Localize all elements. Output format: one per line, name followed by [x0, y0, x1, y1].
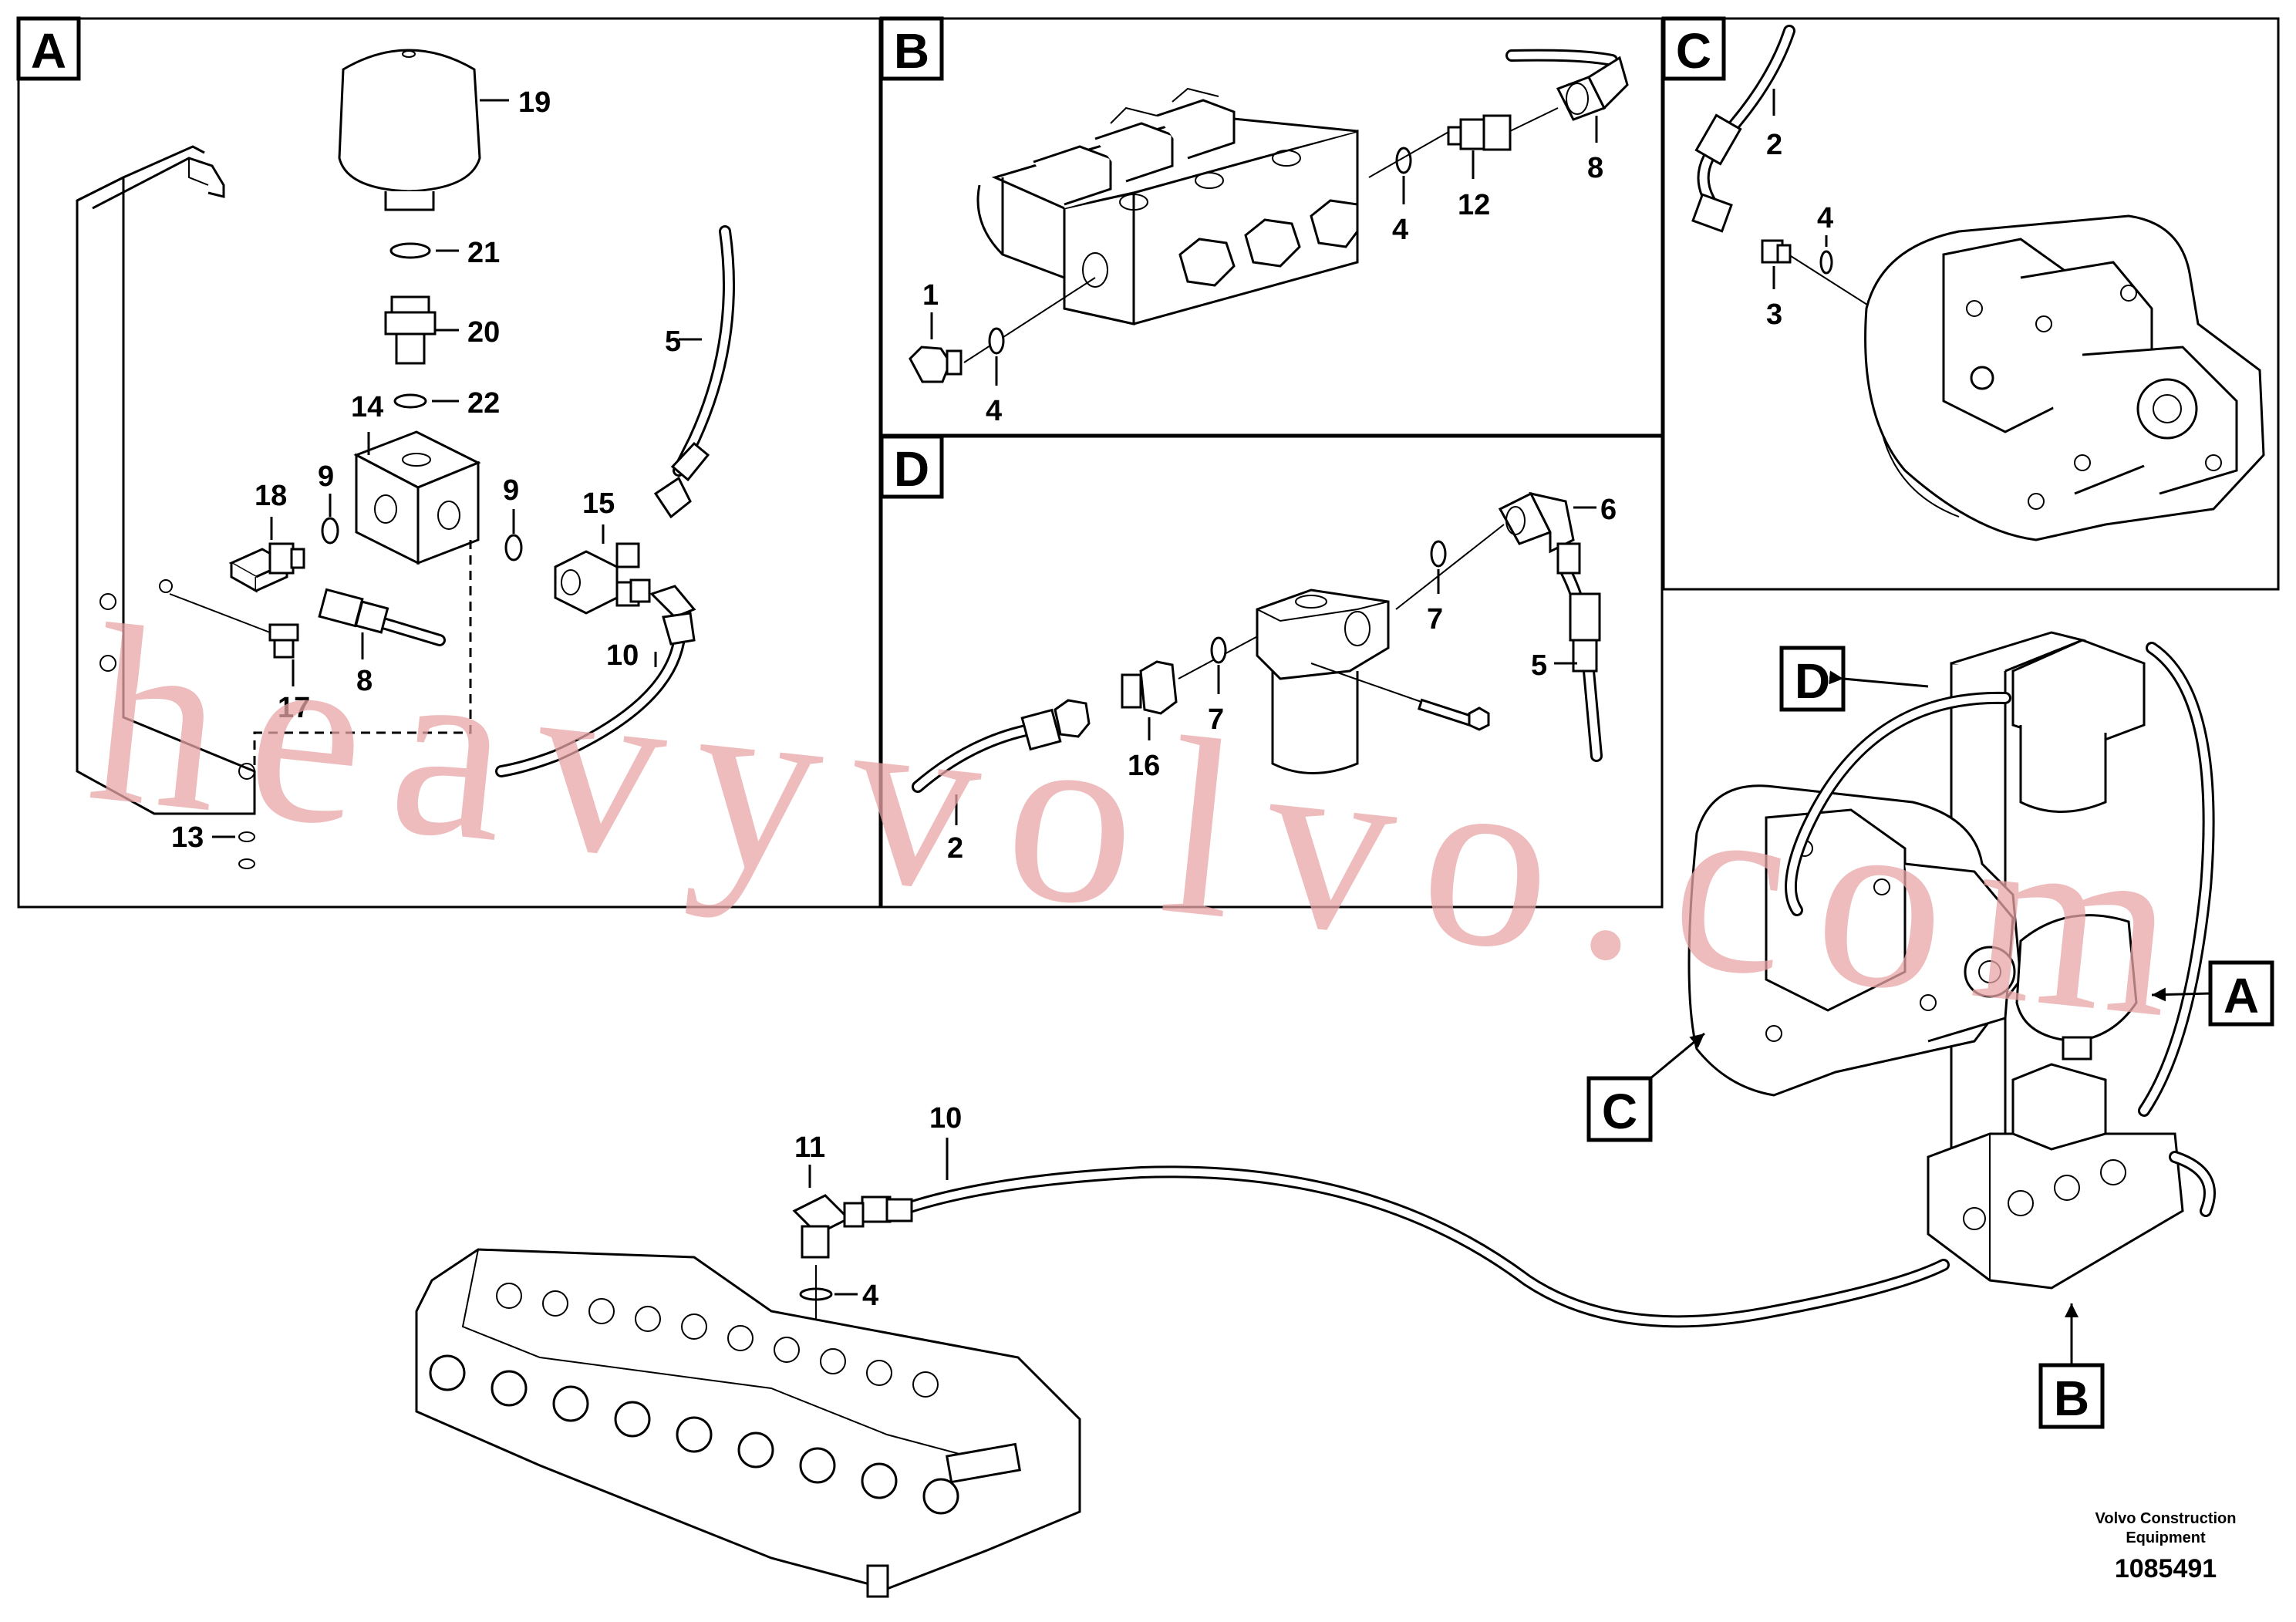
- overview-pump: [1687, 784, 2022, 1097]
- callout-b-12: 12: [1458, 189, 1490, 221]
- adapter-12: [1447, 114, 1512, 151]
- panel-c: C 2 3 4: [1661, 16, 2280, 591]
- callout-c-3: 3: [1766, 298, 1782, 331]
- overview-accumulator: [2015, 914, 2138, 1061]
- panel-d-letter: D: [894, 441, 929, 497]
- callout-d-16: 16: [1128, 750, 1160, 782]
- overview-callout-10: 10: [929, 1102, 962, 1135]
- elbow-fitting-6: [1498, 491, 1581, 575]
- filter-bolt: [1417, 698, 1490, 731]
- callout-a-5: 5: [665, 325, 681, 358]
- elbow-fitting-18: [228, 542, 305, 593]
- callout-a-15: 15: [582, 487, 615, 520]
- panel-a: A 19 21 20: [16, 16, 882, 909]
- o-ring-4-c: [1819, 250, 1833, 275]
- callout-a-17: 17: [278, 692, 310, 724]
- callout-a-9-left: 9: [318, 460, 334, 493]
- callout-c-2: 2: [1766, 129, 1782, 161]
- watermark: heavyvolvo.com: [79, 572, 2218, 1074]
- plug-1: [909, 346, 963, 383]
- hose-end-5: [653, 441, 710, 519]
- overview-valve-block: [1927, 1063, 2184, 1290]
- overview-callout-11: 11: [794, 1131, 825, 1164]
- mounting-bracket: [76, 145, 256, 815]
- bolt-17: [268, 623, 299, 659]
- callout-d-7-right: 7: [1427, 603, 1443, 636]
- callout-d-6: 6: [1600, 494, 1617, 526]
- panel-a-letter: A: [31, 23, 66, 79]
- overview-filter: [2011, 639, 2146, 813]
- overview-callout-4: 4: [862, 1280, 878, 1312]
- caption-company-line1: Volvo Construction: [2095, 1510, 2237, 1527]
- overview-key-b: B: [2054, 1371, 2089, 1426]
- tee-fitting-15: [554, 542, 640, 615]
- adapter-16: [1121, 660, 1178, 715]
- overview-key-a: A: [2224, 968, 2259, 1023]
- caption-drawing-number: 1085491: [2115, 1554, 2217, 1583]
- adapter-3: [1761, 239, 1792, 264]
- adapter-20: [384, 295, 437, 365]
- callout-a-18: 18: [255, 480, 287, 512]
- main-control-valve: [415, 1248, 1081, 1598]
- tube-fitting-2: [1691, 113, 1742, 233]
- callout-a-19: 19: [518, 86, 551, 119]
- elbow-fitting-8-b: [1556, 56, 1629, 121]
- block-14: [353, 430, 481, 565]
- o-ring-7-d-right: [1430, 540, 1447, 568]
- caption-company-line2: Equipment: [2126, 1529, 2206, 1546]
- solenoid-valve-block: [976, 87, 1359, 325]
- hose-end-8: [318, 588, 389, 634]
- overview-assembly: D A C B 10 11 4: [415, 631, 2274, 1598]
- callout-d-2: 2: [947, 832, 963, 865]
- o-ring-9-right: [504, 534, 523, 561]
- overview-key-c: C: [1602, 1084, 1637, 1139]
- o-ring-7-d-left: [1210, 636, 1227, 664]
- hose-end-5-d: [1569, 592, 1601, 673]
- callout-a-8: 8: [356, 665, 373, 697]
- elbow-fitting-11: [792, 1194, 865, 1259]
- callout-a-9-right: 9: [503, 474, 519, 507]
- callout-b-1: 1: [922, 279, 939, 312]
- callout-a-10: 10: [606, 639, 639, 672]
- callout-b-8: 8: [1587, 152, 1603, 184]
- panel-b-letter: B: [894, 23, 929, 79]
- callout-a-13: 13: [171, 821, 204, 854]
- callout-d-5: 5: [1531, 649, 1547, 682]
- accumulator-19: [338, 49, 481, 211]
- o-ring-22: [393, 393, 427, 409]
- callout-a-22: 22: [467, 387, 500, 420]
- hose-end-10: [629, 578, 696, 646]
- panel-c-letter: C: [1676, 23, 1711, 79]
- callout-d-7-left: 7: [1208, 703, 1224, 736]
- panel-b: B 1 4: [879, 16, 1664, 437]
- hydraulic-pump-detail: [1864, 214, 2265, 541]
- panel-d: D 2 16 7: [879, 434, 1664, 909]
- callout-b-4-right: 4: [1392, 214, 1408, 246]
- o-ring-21: [389, 242, 431, 259]
- o-ring-4-b-left: [988, 327, 1005, 355]
- callout-a-21: 21: [467, 237, 500, 269]
- callout-b-4-left: 4: [986, 395, 1002, 427]
- o-ring-4-b-right: [1395, 147, 1412, 174]
- callout-a-20: 20: [467, 316, 500, 349]
- hose-end-2-d: [1020, 699, 1091, 751]
- filter-housing: [1256, 588, 1390, 774]
- hose-end-10-overview: [861, 1195, 913, 1223]
- callout-c-4: 4: [1817, 202, 1833, 234]
- overview-key-d: D: [1795, 653, 1830, 709]
- callout-a-14: 14: [351, 391, 383, 423]
- o-ring-9-left: [321, 517, 339, 545]
